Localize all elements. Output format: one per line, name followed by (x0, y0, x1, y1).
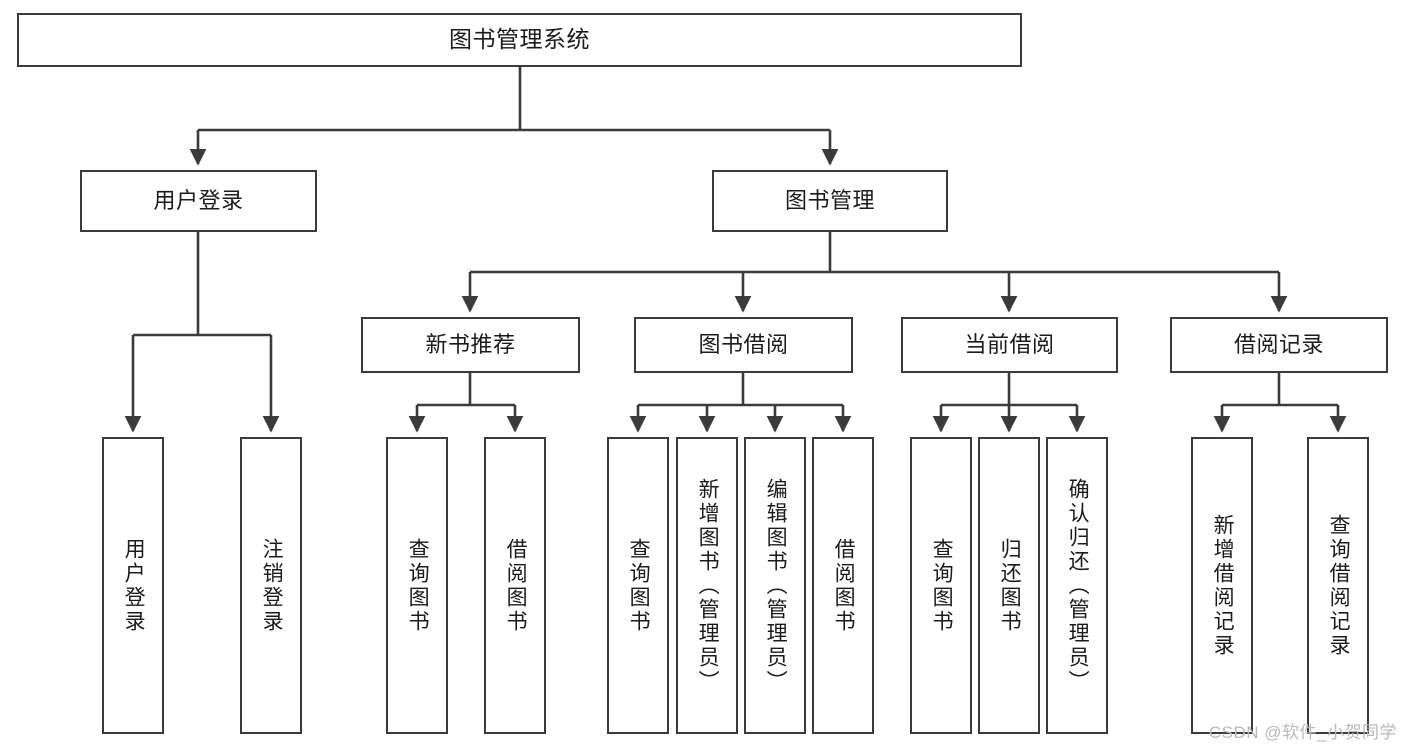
node-leaf-logout-login-label: 注销登录 (260, 537, 284, 634)
node-new-book-recommend-label: 新书推荐 (425, 331, 516, 357)
node-leaf-borrow-book-2-label: 借阅图书 (832, 537, 856, 634)
node-leaf-add-record-label: 新增借阅记录 (1211, 513, 1235, 658)
node-leaf-edit-book-label: 编辑图书（管理员） (764, 477, 788, 694)
node-leaf-query-book-3[interactable]: 查询图书 (910, 437, 972, 734)
node-leaf-confirm-return-label: 确认归还（管理员） (1066, 477, 1090, 694)
node-leaf-query-book-2[interactable]: 查询图书 (607, 437, 669, 734)
node-root[interactable]: 图书管理系统 (17, 13, 1022, 67)
node-leaf-borrow-book-1[interactable]: 借阅图书 (484, 437, 546, 734)
node-user-login-label: 用户登录 (153, 187, 244, 213)
node-current-borrow-label: 当前借阅 (964, 331, 1055, 357)
node-book-borrow-label: 图书借阅 (698, 331, 789, 357)
node-user-login[interactable]: 用户登录 (80, 170, 317, 232)
node-book-borrow[interactable]: 图书借阅 (634, 317, 853, 373)
node-leaf-add-book-label: 新增图书（管理员） (696, 477, 720, 694)
node-leaf-query-book-1-label: 查询图书 (406, 537, 430, 634)
node-leaf-confirm-return[interactable]: 确认归还（管理员） (1046, 437, 1108, 734)
watermark-text: CSDN @软件_小贺同学 (1208, 723, 1397, 742)
node-leaf-user-login-label: 用户登录 (122, 537, 146, 634)
node-root-label: 图书管理系统 (449, 26, 590, 53)
node-leaf-user-login[interactable]: 用户登录 (102, 437, 164, 734)
node-book-management-label: 图书管理 (784, 187, 875, 213)
node-leaf-query-record-label: 查询借阅记录 (1327, 513, 1351, 658)
node-leaf-logout-login[interactable]: 注销登录 (240, 437, 302, 734)
node-book-management[interactable]: 图书管理 (712, 170, 948, 232)
node-borrow-record-label: 借阅记录 (1233, 331, 1324, 357)
node-leaf-return-book-label: 归还图书 (998, 537, 1022, 634)
node-leaf-borrow-book-1-label: 借阅图书 (504, 537, 528, 634)
node-leaf-query-record[interactable]: 查询借阅记录 (1307, 437, 1369, 734)
node-leaf-query-book-2-label: 查询图书 (627, 537, 651, 634)
node-leaf-query-book-3-label: 查询图书 (930, 537, 954, 634)
node-leaf-borrow-book-2[interactable]: 借阅图书 (812, 437, 874, 734)
node-new-book-recommend[interactable]: 新书推荐 (361, 317, 580, 373)
node-current-borrow[interactable]: 当前借阅 (901, 317, 1118, 373)
node-borrow-record[interactable]: 借阅记录 (1170, 317, 1388, 373)
node-leaf-return-book[interactable]: 归还图书 (978, 437, 1040, 734)
node-leaf-add-record[interactable]: 新增借阅记录 (1191, 437, 1253, 734)
node-leaf-edit-book[interactable]: 编辑图书（管理员） (744, 437, 806, 734)
node-leaf-add-book[interactable]: 新增图书（管理员） (676, 437, 738, 734)
node-leaf-query-book-1[interactable]: 查询图书 (386, 437, 448, 734)
